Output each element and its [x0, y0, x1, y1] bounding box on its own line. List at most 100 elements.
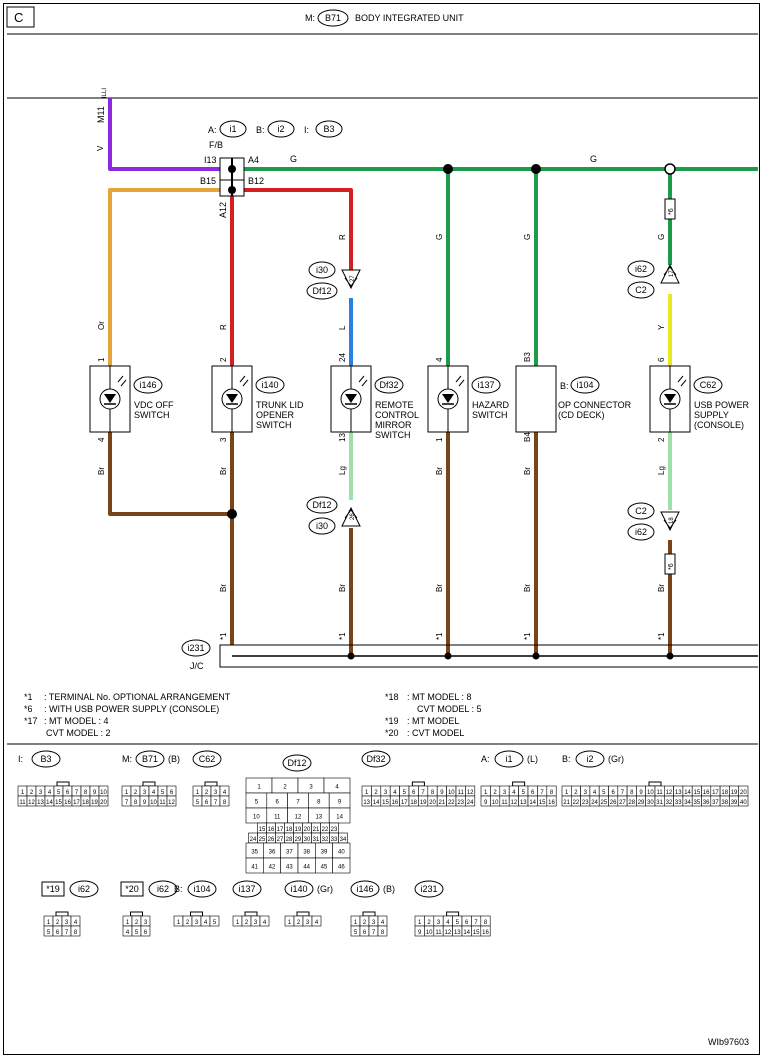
face-pin: 1	[126, 920, 130, 926]
component-code-oval	[133, 376, 163, 394]
face-cell	[332, 857, 351, 874]
led-symbol-icon	[664, 394, 676, 403]
face-pin: 14	[46, 800, 53, 806]
option-frame	[41, 881, 65, 897]
component-code: i104	[576, 380, 593, 390]
title-text: BODY INTEGRATED UNIT	[355, 13, 464, 23]
face-pin: 8	[550, 790, 554, 796]
face-pin: 3	[144, 920, 148, 926]
face-pin: 11	[159, 800, 166, 806]
note-mark: *18	[385, 692, 399, 702]
note-mark: *20	[385, 728, 399, 738]
figure-id: WIb97603	[708, 1037, 749, 1047]
component-name: (CD DECK)	[558, 410, 605, 420]
face-pin: 7	[421, 790, 425, 796]
led-symbol-icon	[226, 394, 238, 403]
face-key	[244, 911, 258, 917]
face-pin: 12	[295, 815, 302, 821]
wire-red-mirror	[244, 188, 353, 270]
pin-top: 4	[435, 357, 444, 362]
face-pin: 10	[492, 800, 499, 806]
face-pin: 11	[657, 790, 664, 796]
wire-color-label: L	[338, 325, 347, 330]
face-cell	[98, 795, 109, 807]
face-pin: 40	[338, 850, 345, 856]
component-code-oval	[255, 376, 285, 394]
face-pin: 3	[584, 790, 588, 796]
junction-open	[664, 163, 676, 175]
pin-top: B3	[523, 352, 532, 362]
face-pin: 9	[639, 790, 643, 796]
wire-color-label: Br	[219, 584, 228, 592]
component-name: CONTROL	[375, 410, 419, 420]
face-code-oval	[282, 754, 312, 772]
face-key	[512, 781, 526, 787]
face-pin: 15	[694, 790, 701, 796]
component-name: SWITCH	[375, 430, 411, 440]
face-pin: 30	[647, 800, 654, 806]
face-pin: 5	[47, 930, 51, 936]
inline-connector-usb-bot-pin: 18	[669, 517, 675, 524]
face-pin: 2	[363, 920, 367, 926]
face-pin: 17	[277, 827, 284, 833]
wire-color-v: V	[96, 145, 105, 151]
face-pin: 3	[254, 920, 258, 926]
face-pin: 9	[143, 800, 147, 806]
face-pin: 2	[135, 920, 139, 926]
note-text: CVT MODEL : 2	[46, 728, 111, 738]
face-pin: 11	[19, 800, 26, 806]
face-pin: 15	[259, 827, 266, 833]
face-pin: 4	[393, 790, 397, 796]
pin-b12: B12	[248, 176, 264, 186]
face-pin: 3	[65, 920, 69, 926]
junction-dot	[227, 509, 237, 519]
option-mark: *6	[668, 208, 675, 215]
face-pin: 4	[335, 785, 339, 791]
face-key	[648, 781, 662, 787]
face-pin: 10	[150, 800, 157, 806]
face-pin: 2	[56, 920, 60, 926]
face-pin: 6	[611, 790, 615, 796]
wire-color-label: Br	[657, 584, 666, 592]
face-pin: 8	[74, 930, 78, 936]
component-code: Df32	[379, 380, 398, 390]
jc-star: *1	[435, 632, 444, 640]
face-pin: 6	[531, 790, 535, 796]
face-pin: 14	[463, 930, 470, 936]
face-pin: 14	[684, 790, 691, 796]
face-pin: 31	[656, 800, 663, 806]
face-pin: 11	[458, 790, 465, 796]
face-pin: 8	[484, 920, 488, 926]
face-pin: 13	[363, 800, 370, 806]
jc-star: *1	[219, 632, 228, 640]
wire-label-illi: ILLI	[102, 88, 108, 98]
face-pin: 21	[313, 827, 320, 833]
component-code: C62	[700, 380, 717, 390]
face-pin: 36	[703, 800, 710, 806]
face-pin: 20	[100, 800, 107, 806]
face-pin: 39	[321, 850, 328, 856]
face-pin: 24	[250, 837, 257, 843]
fb-ref-code: B3	[323, 124, 334, 134]
face-pin: 15	[473, 930, 480, 936]
face-pin: 32	[666, 800, 673, 806]
face-pin: 7	[540, 790, 544, 796]
face-pin: 33	[675, 800, 682, 806]
face-pin: 10	[426, 930, 433, 936]
face-prefix: B:	[174, 884, 183, 894]
face-pin: 10	[100, 790, 107, 796]
component-name: SWITCH	[472, 410, 508, 420]
light-rays-icon	[677, 375, 687, 387]
pin-bot: 1	[435, 437, 444, 442]
face-pin: 31	[313, 837, 320, 843]
inline-ref: C2	[635, 506, 647, 516]
face-code-oval	[575, 750, 605, 768]
face-code-oval	[361, 750, 391, 768]
fb-ref-code-oval	[267, 120, 295, 138]
